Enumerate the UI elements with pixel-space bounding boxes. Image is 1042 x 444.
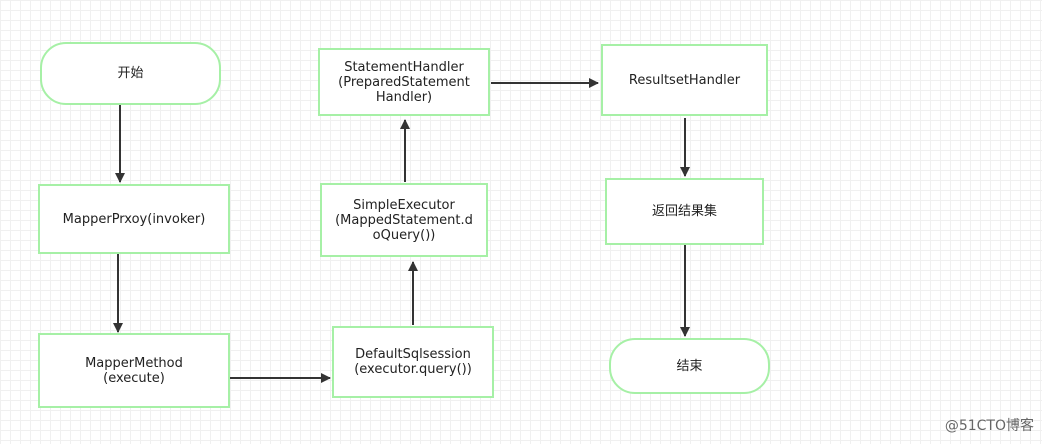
node-statement-handler: StatementHandler (PreparedStatement Hand… — [318, 48, 490, 116]
node-mapper-proxy: MapperPrxoy(invoker) — [38, 184, 230, 254]
node-end: 结束 — [609, 338, 770, 394]
node-return-result: 返回结果集 — [605, 178, 764, 245]
node-mapper-method-line-2: (execute) — [103, 370, 165, 386]
node-mapper-method: MapperMethod (execute) — [38, 333, 230, 408]
watermark: @51CTO博客 — [944, 418, 1034, 434]
node-end-label: 结束 — [676, 358, 703, 374]
node-statement-handler-line-2: (PreparedStatement — [338, 74, 470, 90]
node-simple-executor: SimpleExecutor (MappedStatement.d oQuery… — [320, 183, 488, 257]
node-default-sqlsession-line-2: (executor.query()) — [354, 362, 472, 377]
node-simple-executor-line-1: SimpleExecutor — [353, 197, 455, 213]
node-resultset-handler: ResultsetHandler — [601, 44, 768, 116]
node-statement-handler-line-3: Handler) — [375, 89, 433, 105]
node-default-sqlsession-line-1: DefaultSqlsession — [355, 347, 471, 362]
node-resultset-handler-label: ResultsetHandler — [628, 72, 741, 88]
node-simple-executor-line-2: (MappedStatement.d — [335, 212, 473, 228]
node-mapper-proxy-label: MapperPrxoy(invoker) — [62, 211, 206, 227]
node-mapper-method-line-1: MapperMethod — [85, 355, 183, 371]
node-statement-handler-line-1: StatementHandler — [344, 59, 464, 75]
node-start: 开始 — [40, 42, 221, 105]
node-return-result-label: 返回结果集 — [651, 204, 717, 219]
node-start-label: 开始 — [117, 66, 144, 81]
node-default-sqlsession: DefaultSqlsession (executor.query()) — [332, 326, 494, 398]
node-simple-executor-line-3: oQuery()) — [372, 227, 436, 243]
